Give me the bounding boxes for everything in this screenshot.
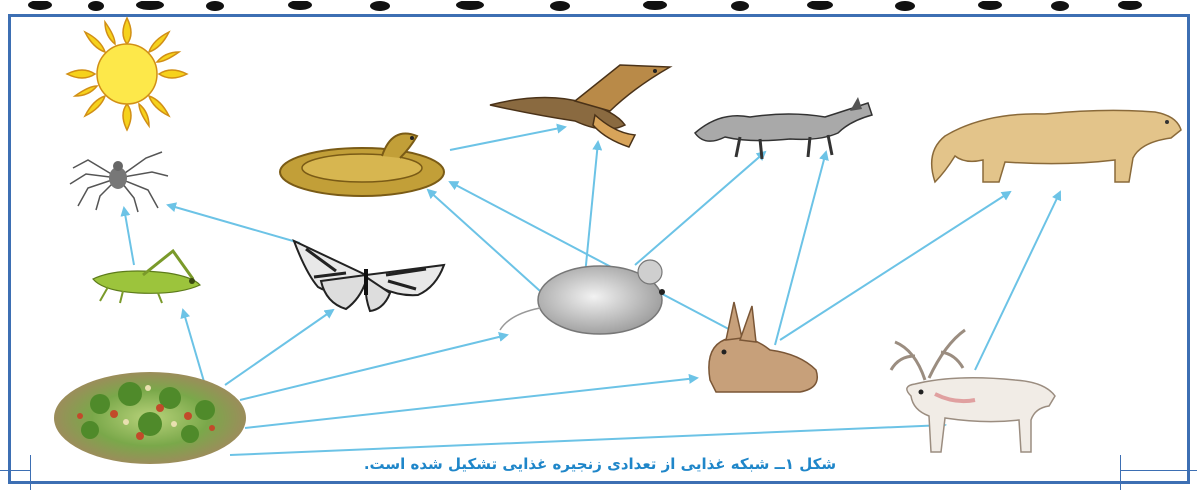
arrow-plants-grasshopper	[183, 310, 205, 385]
fox-icon	[695, 97, 872, 159]
arrow-deer-cougar	[975, 192, 1060, 370]
cougar-icon	[932, 110, 1181, 182]
grasshopper-icon	[93, 251, 200, 303]
plants-icon	[54, 372, 246, 464]
arrow-snake-hawk	[450, 127, 565, 150]
arrow-grasshopper-spider	[124, 208, 134, 265]
arrow-plants-deer	[230, 425, 945, 455]
sun-icon	[67, 18, 187, 130]
arrow-mouse-fox	[635, 152, 765, 265]
mouse-icon	[500, 260, 665, 334]
butterfly-icon	[294, 241, 444, 311]
snake-icon	[280, 134, 444, 197]
rabbit-icon	[709, 302, 817, 392]
arrow-mouse-snake	[428, 190, 550, 300]
arrow-butterfly-spider	[168, 205, 300, 243]
arrow-plants-butterfly	[225, 310, 333, 385]
hawk-icon	[490, 65, 670, 147]
deer-icon	[891, 330, 1055, 452]
arrow-rabbit-cougar	[780, 192, 1010, 340]
figure-caption: شکل ۱ــ شبکه غذایی از تعدادی زنجیره غذای…	[120, 455, 1080, 473]
arrow-plants-rabbit	[245, 378, 697, 428]
spider-icon	[70, 152, 168, 212]
arrow-plants-mouse	[240, 335, 507, 400]
